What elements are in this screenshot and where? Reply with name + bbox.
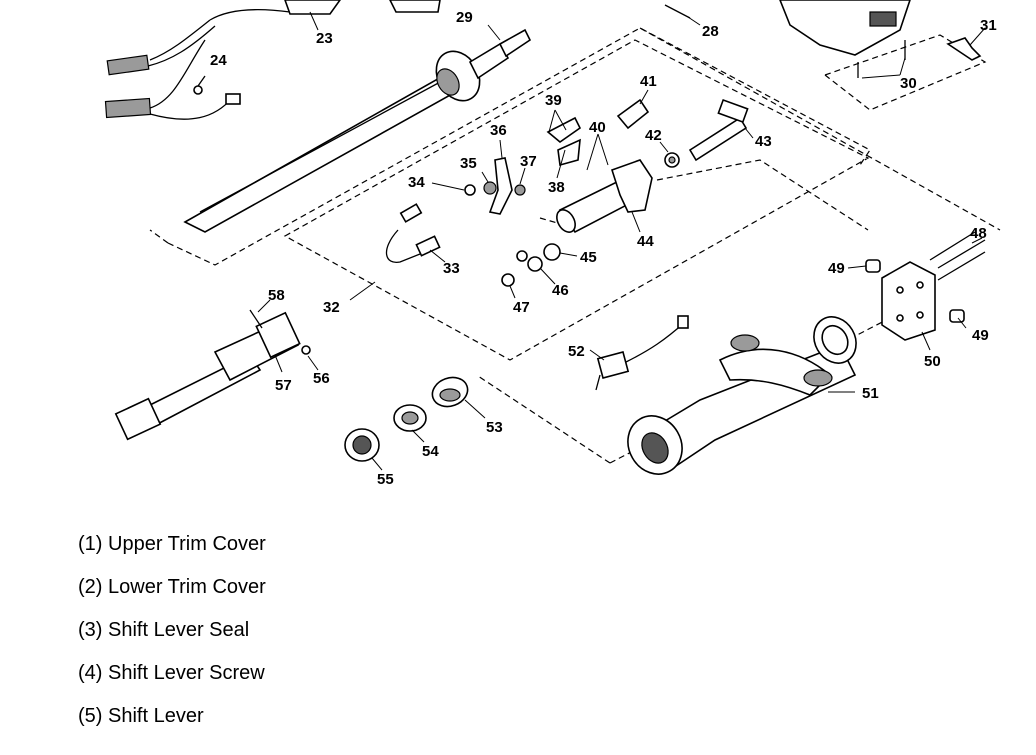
callout-37: 37 xyxy=(520,153,537,170)
steering-shaft xyxy=(183,28,532,233)
callout-numbers: 23 24 28 29 30 31 32 33 34 35 36 37 38 3… xyxy=(210,9,997,488)
legend-item-lower-trim-cover: (2) Lower Trim Cover xyxy=(78,576,266,598)
upper-housing-parts xyxy=(664,0,982,78)
intermediate-shaft xyxy=(114,309,311,441)
callout-49-upper: 49 xyxy=(828,260,845,277)
callout-28: 28 xyxy=(702,23,719,40)
leader-lines xyxy=(257,11,986,471)
legend-item-upper-trim-cover: (1) Upper Trim Cover xyxy=(78,533,266,555)
lower-column-housing xyxy=(627,316,857,475)
callout-48: 48 xyxy=(970,225,987,242)
callout-24: 24 xyxy=(210,52,227,69)
callout-57: 57 xyxy=(275,377,292,394)
shift-mechanism-parts xyxy=(385,98,749,287)
callout-50: 50 xyxy=(924,353,941,370)
steering-column-exploded-diagram: 23 24 28 29 30 31 32 33 34 35 36 37 38 3… xyxy=(104,0,1001,488)
callout-56: 56 xyxy=(313,370,330,387)
callout-34: 34 xyxy=(408,174,425,191)
callout-36: 36 xyxy=(490,122,507,139)
callout-53: 53 xyxy=(486,419,503,436)
legend-item-shift-lever: (5) Shift Lever xyxy=(78,705,204,727)
callout-43: 43 xyxy=(755,133,772,150)
callout-39: 39 xyxy=(545,92,562,109)
callout-41: 41 xyxy=(640,73,657,90)
callout-35: 35 xyxy=(460,155,477,172)
callout-29: 29 xyxy=(456,9,473,26)
legend-item-shift-lever-screw: (4) Shift Lever Screw xyxy=(78,662,265,684)
legend-item-shift-lever-seal: (3) Shift Lever Seal xyxy=(78,619,250,641)
parts-legend: (1) Upper Trim Cover (2) Lower Trim Cove… xyxy=(78,530,266,745)
callout-42: 42 xyxy=(645,127,662,144)
switch-assembly xyxy=(595,315,689,391)
bearing-rings xyxy=(344,376,469,462)
callout-58: 58 xyxy=(268,287,285,304)
callout-23: 23 xyxy=(316,30,333,47)
callout-54: 54 xyxy=(422,443,439,460)
column-bracket xyxy=(865,231,986,341)
callout-32: 32 xyxy=(323,299,340,316)
callout-55: 55 xyxy=(377,471,394,488)
callout-33: 33 xyxy=(443,260,460,277)
callout-38: 38 xyxy=(548,179,565,196)
wiring-harness xyxy=(104,0,441,120)
callout-52: 52 xyxy=(568,343,585,360)
callout-30: 30 xyxy=(900,75,917,92)
callout-40: 40 xyxy=(589,119,606,136)
callout-45: 45 xyxy=(580,249,597,266)
callout-31: 31 xyxy=(980,17,997,34)
callout-44: 44 xyxy=(637,233,654,250)
callout-46: 46 xyxy=(552,282,569,299)
callout-51: 51 xyxy=(862,385,879,402)
callout-49-lower: 49 xyxy=(972,327,989,344)
callout-47: 47 xyxy=(513,299,530,316)
